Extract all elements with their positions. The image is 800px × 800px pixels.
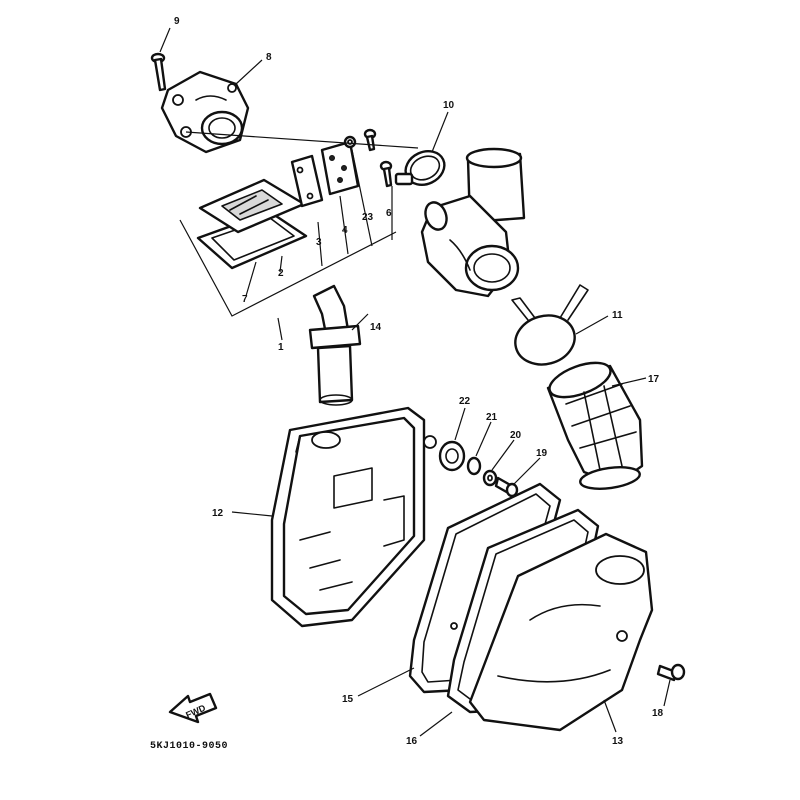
callout-19: 19 bbox=[536, 448, 548, 459]
callout-7: 7 bbox=[242, 294, 248, 305]
carburetor-body bbox=[420, 147, 526, 298]
part-6-screw bbox=[363, 128, 393, 188]
callout-23: 23 bbox=[362, 212, 374, 223]
callout-16: 16 bbox=[406, 736, 418, 747]
part-14-intake-duct bbox=[308, 284, 362, 406]
reed-valve-assembly bbox=[179, 128, 419, 341]
callout-11: 11 bbox=[612, 310, 623, 321]
callout-6: 6 bbox=[386, 208, 392, 219]
callout-3: 3 bbox=[316, 237, 322, 248]
part-4-stopper-plate bbox=[320, 140, 360, 196]
part-22-grommet bbox=[438, 440, 466, 472]
part-21-collar bbox=[466, 456, 482, 476]
part-9-bolt bbox=[150, 52, 167, 92]
callout-12: 12 bbox=[212, 508, 224, 519]
callout-13: 13 bbox=[612, 736, 624, 747]
callout-22: 22 bbox=[459, 396, 471, 407]
callout-15: 15 bbox=[342, 694, 354, 705]
callout-2: 2 bbox=[278, 268, 284, 279]
callout-9: 9 bbox=[174, 16, 180, 27]
part-13-air-cleaner-cover bbox=[468, 532, 654, 732]
fwd-arrow-icon: FWD bbox=[168, 692, 218, 724]
callout-4: 4 bbox=[342, 225, 348, 236]
part-19-bolt bbox=[494, 476, 519, 498]
callout-8: 8 bbox=[266, 52, 272, 63]
callout-1: 1 bbox=[278, 342, 284, 353]
callout-17: 17 bbox=[648, 374, 660, 385]
leader-lines bbox=[159, 27, 671, 737]
hardware-stack bbox=[438, 440, 519, 498]
callout-20: 20 bbox=[510, 430, 522, 441]
drawing-code: 5KJ1010-9050 bbox=[150, 741, 228, 752]
callout-numbers: 9 8 10 3 4 23 6 2 7 1 14 11 17 22 21 20 … bbox=[174, 16, 664, 747]
callout-21: 21 bbox=[486, 412, 498, 423]
part-17-intake-silencer bbox=[546, 361, 644, 490]
callout-10: 10 bbox=[443, 100, 455, 111]
part-12-air-cleaner-case bbox=[270, 406, 437, 628]
callout-18: 18 bbox=[652, 708, 664, 719]
part-8-intake-joint bbox=[160, 70, 250, 154]
part-18-screw bbox=[656, 663, 686, 682]
part-11-spring-band bbox=[511, 284, 589, 366]
part-10-hose-clamp bbox=[394, 150, 446, 186]
callout-14: 14 bbox=[370, 322, 382, 333]
